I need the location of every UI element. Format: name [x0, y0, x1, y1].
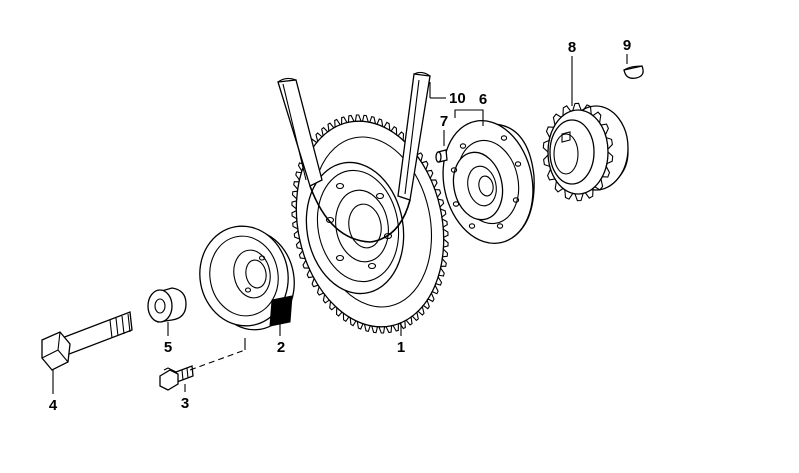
callout-2: 2	[277, 339, 285, 356]
woodruff-key[interactable]	[623, 65, 644, 79]
callout-1: 1	[397, 339, 405, 356]
v-belt[interactable]	[277, 71, 431, 243]
duplex-sprocket[interactable]	[542, 102, 629, 202]
callout-3: 3	[181, 395, 189, 412]
leader-lines	[52, 54, 628, 394]
gear-tooth-outline	[542, 102, 614, 202]
callout-9: 9	[623, 37, 631, 54]
callouts: 1 2 3 4 5 6 7 8 9 10	[49, 37, 631, 414]
callout-10: 10	[449, 90, 466, 107]
sprocket-teeth	[542, 102, 614, 202]
callout-4: 4	[49, 397, 58, 414]
dowel-pin[interactable]	[435, 149, 448, 163]
callout-7: 7	[440, 113, 448, 130]
callout-8: 8	[568, 39, 576, 56]
crankshaft-pulley[interactable]	[192, 219, 302, 336]
bushing[interactable]	[147, 287, 187, 323]
flange-bolt-holes	[450, 135, 522, 229]
flange-bolt[interactable]	[159, 365, 194, 391]
hub-flange[interactable]	[432, 112, 544, 252]
central-bolt[interactable]	[41, 311, 133, 371]
pulley-bolt-holes	[325, 182, 393, 270]
gear-tooth-outline	[291, 114, 449, 334]
pulley-teeth	[291, 114, 449, 334]
callout-6: 6	[479, 91, 487, 108]
callout-5: 5	[164, 339, 172, 356]
